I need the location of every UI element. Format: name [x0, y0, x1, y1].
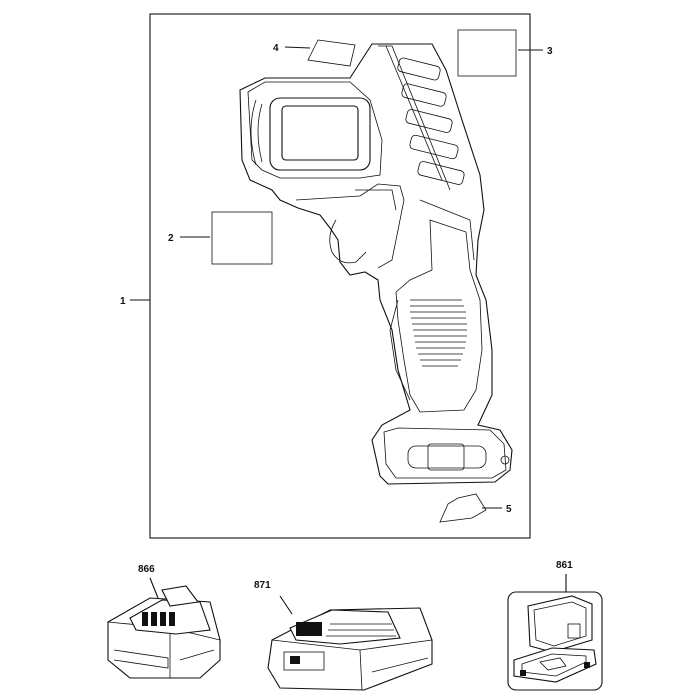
callout-866-label: 866 — [138, 564, 155, 575]
assembly-frame — [149, 13, 531, 539]
label-5-sticker — [439, 493, 487, 523]
display-bezel — [269, 97, 371, 171]
label-3-sticker — [457, 29, 517, 77]
callout-4-leader — [284, 46, 311, 49]
label-2-sticker — [211, 211, 273, 265]
battery-pack — [107, 585, 221, 679]
callout-3-label: 3 — [547, 46, 553, 57]
callout-1-label: 1 — [120, 296, 126, 307]
callout-871-leader — [279, 595, 293, 615]
display-window — [281, 105, 359, 161]
callout-2-label: 2 — [168, 233, 174, 244]
label-4-sticker — [307, 39, 356, 67]
callout-861-label: 861 — [556, 560, 573, 571]
callout-5-label: 5 — [506, 504, 512, 515]
callout-4-label: 4 — [273, 43, 279, 54]
grip-ribs — [410, 299, 467, 367]
callout-866-leader — [149, 577, 159, 599]
callout-871-label: 871 — [254, 580, 271, 591]
battery-foot — [383, 427, 507, 479]
case-frame — [507, 591, 603, 691]
trigger — [329, 219, 367, 264]
side-button-slots — [397, 57, 465, 185]
battery-charger — [267, 607, 433, 691]
storage-case — [513, 595, 597, 683]
thermometer-body — [239, 43, 513, 485]
